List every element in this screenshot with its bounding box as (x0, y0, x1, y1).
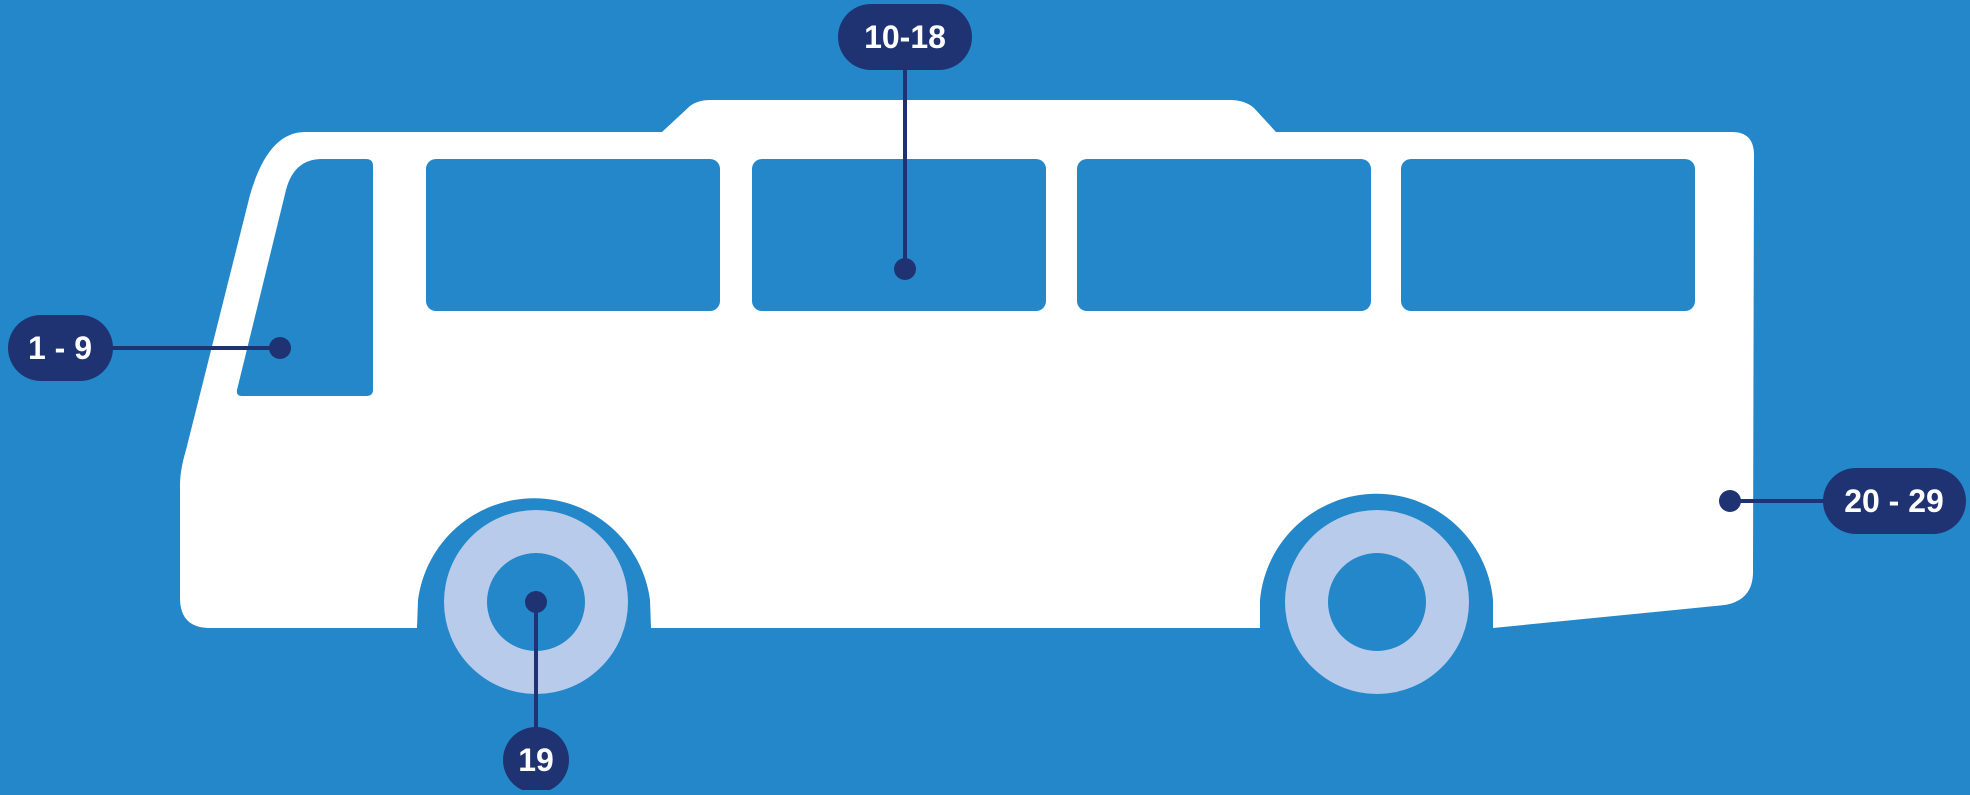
anchor-dot (525, 591, 547, 613)
callout-label-side-window: 10-18 (864, 19, 946, 55)
callout-label-front-wheel: 19 (518, 742, 554, 778)
side-window-4 (1401, 159, 1695, 311)
side-window-3 (1077, 159, 1371, 311)
anchor-dot (269, 337, 291, 359)
anchor-dot (1719, 490, 1741, 512)
side-window-1 (426, 159, 720, 311)
side-window-2 (752, 159, 1046, 311)
rear-wheel (1285, 510, 1469, 694)
anchor-dot (894, 258, 916, 280)
callout-label-rear-side: 20 - 29 (1844, 483, 1944, 519)
callout-label-windshield: 1 - 9 (28, 330, 92, 366)
